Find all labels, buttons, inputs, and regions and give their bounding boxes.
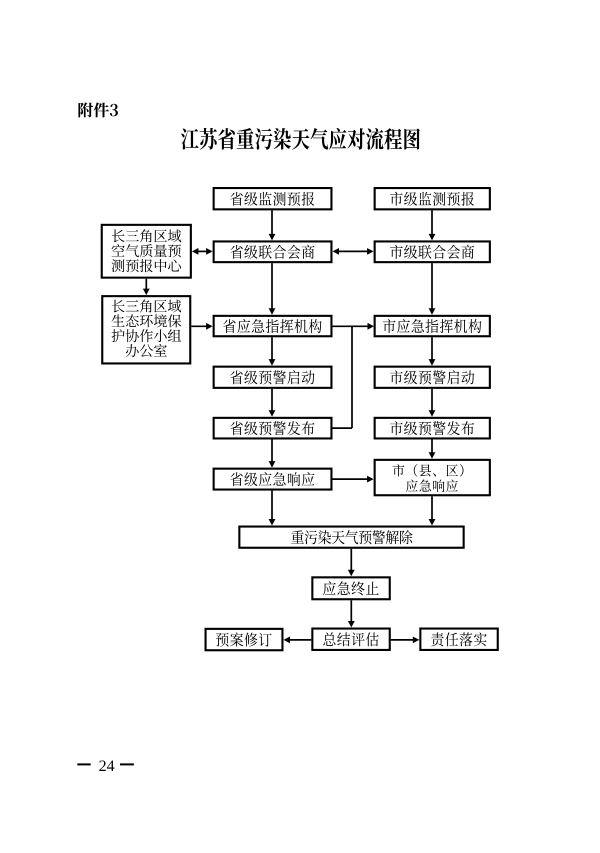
svg-text:24: 24	[99, 758, 115, 775]
